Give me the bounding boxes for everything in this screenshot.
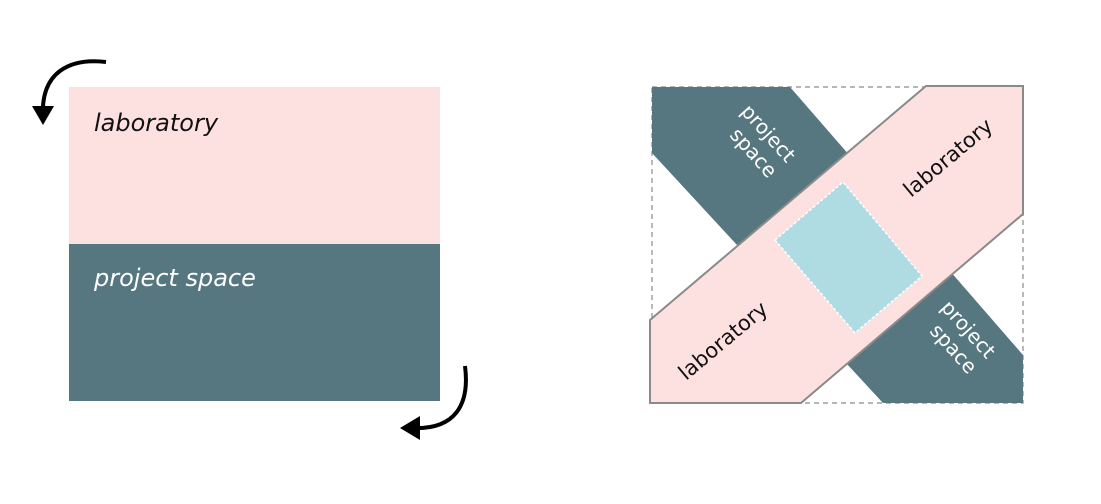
top-left-arrowhead-icon [32,106,54,125]
top-left-curved-arrow-icon [40,59,107,119]
bottom-right-arrowhead-icon [400,416,420,440]
laboratory-zone [69,87,440,244]
left-diagram: laboratory project space [32,59,468,440]
overlap-zone [773,180,924,335]
project-space-label: project space [93,264,256,292]
bottom-right-curved-arrow-icon [411,365,468,431]
outer-boundary [651,86,1024,404]
laboratory-label: laboratory [94,109,219,137]
right-diagram: project space laboratory laboratory proj… [649,85,1024,404]
project-space-zone [69,244,440,401]
